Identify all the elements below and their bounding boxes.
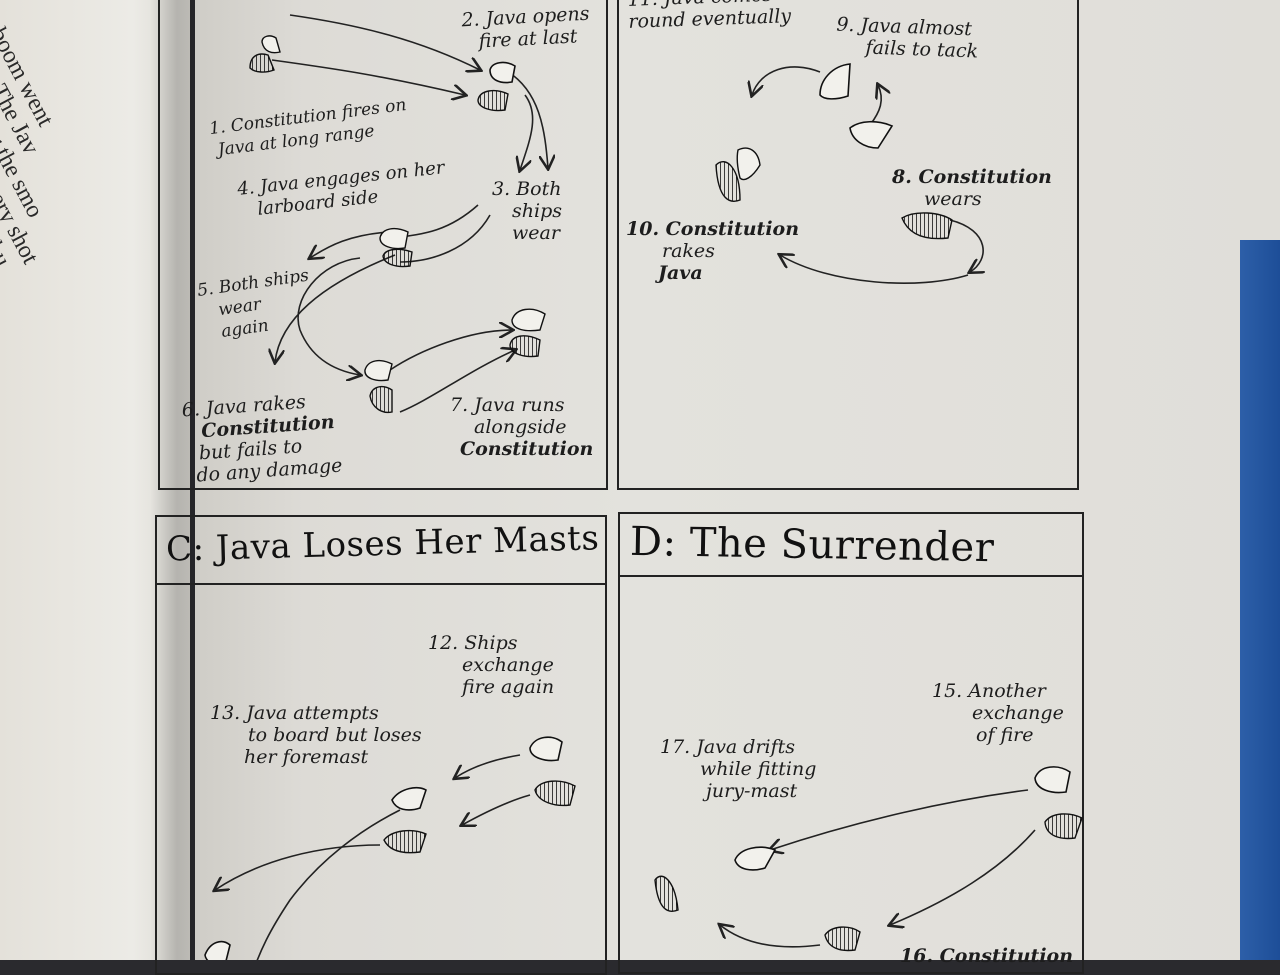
ship-java-10	[391, 786, 427, 811]
background-blue-object	[1240, 240, 1280, 960]
panel-a-ships	[249, 35, 546, 414]
panel-c-ships	[204, 736, 576, 960]
panel-d-title-box	[618, 512, 1084, 577]
ship-java-5	[511, 308, 546, 332]
panel-b-ships	[715, 63, 953, 240]
panel-d-paths	[720, 789, 1036, 948]
ship-constitution-4	[369, 385, 393, 414]
ship-java-11	[204, 940, 231, 960]
ship-java-3	[379, 227, 409, 250]
panel-c-paths	[215, 754, 531, 960]
ship-constitution-2	[477, 89, 509, 112]
ship-java-7	[849, 120, 894, 149]
ship-java-2	[489, 61, 516, 84]
ship-constitution-3	[382, 248, 413, 268]
ship-constitution-10	[1044, 813, 1083, 840]
panel-c-title-box	[155, 515, 607, 585]
ship-java-1	[261, 35, 281, 54]
ship-java-8	[736, 147, 761, 181]
ship-constitution-1	[249, 53, 275, 73]
caption-11: 11. Java comesround eventually	[627, 0, 792, 33]
panel-d-ships	[654, 766, 1083, 952]
ship-constitution-5	[509, 335, 541, 358]
ship-constitution-9	[383, 829, 427, 854]
ship-constitution-7	[901, 212, 953, 240]
ship-constitution-6	[715, 161, 741, 202]
ship-java-9	[529, 736, 563, 762]
panel-b-frame	[617, 0, 1079, 490]
ship-java-6	[819, 63, 851, 100]
panel-a-frame	[158, 0, 608, 490]
ship-java-13	[734, 846, 777, 871]
ship-constitution-8	[534, 780, 576, 807]
caption-16: 16. Constitution	[900, 945, 1074, 967]
ship-java-4	[364, 359, 393, 382]
ship-java-12	[1034, 766, 1071, 794]
ship-constitution-12	[824, 926, 861, 952]
ship-constitution-11	[654, 875, 679, 912]
